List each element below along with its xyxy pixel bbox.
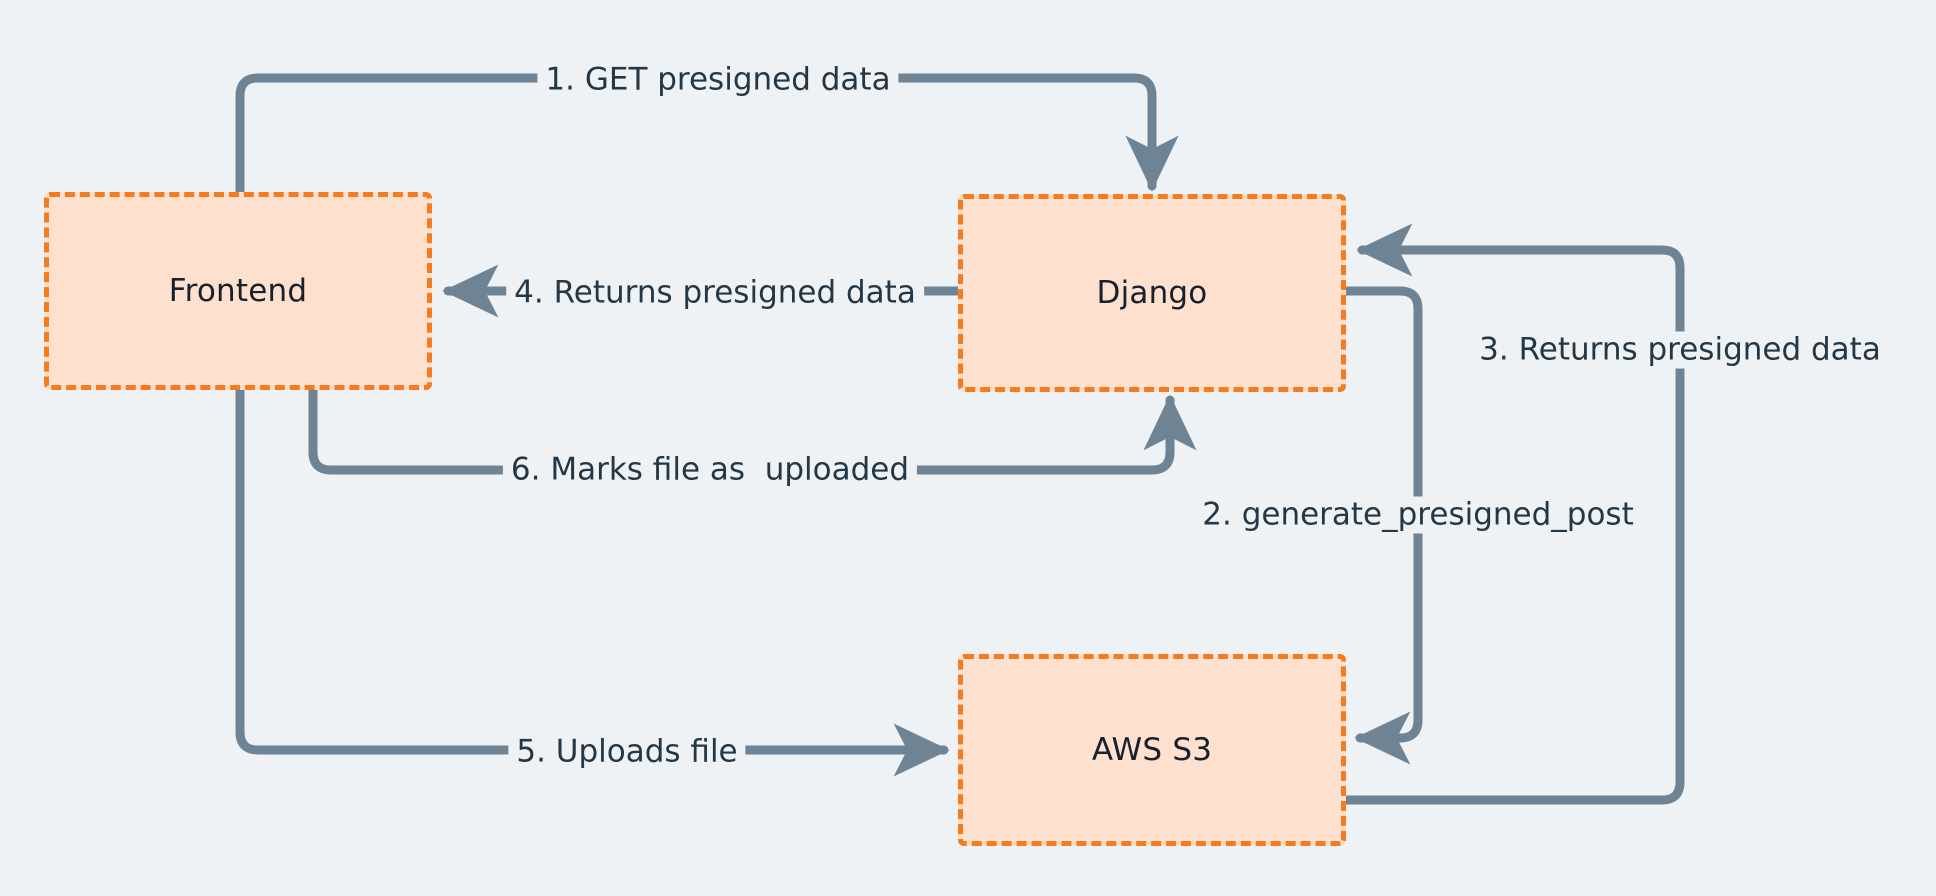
edge-label-4: 4. Returns presigned data	[506, 274, 924, 312]
edge-label-5: 5. Uploads file	[508, 733, 746, 771]
node-frontend[interactable]: Frontend	[44, 192, 432, 390]
edge-label-2: 2. generate_presigned_post	[1194, 496, 1642, 534]
edge-3-path	[1341, 223, 1685, 805]
edge-label-1: 1. GET presigned data	[537, 61, 899, 99]
node-frontend-label: Frontend	[168, 273, 308, 309]
node-aws-s3[interactable]: AWS S3	[958, 654, 1346, 846]
node-django[interactable]: Django	[958, 194, 1346, 392]
node-aws-s3-label: AWS S3	[1091, 732, 1213, 768]
edge-label-3: 3. Returns presigned data	[1471, 331, 1889, 369]
edge-5-path	[235, 385, 950, 777]
node-django-label: Django	[1096, 275, 1208, 311]
edge-label-6: 6. Marks file as uploaded	[502, 451, 918, 489]
